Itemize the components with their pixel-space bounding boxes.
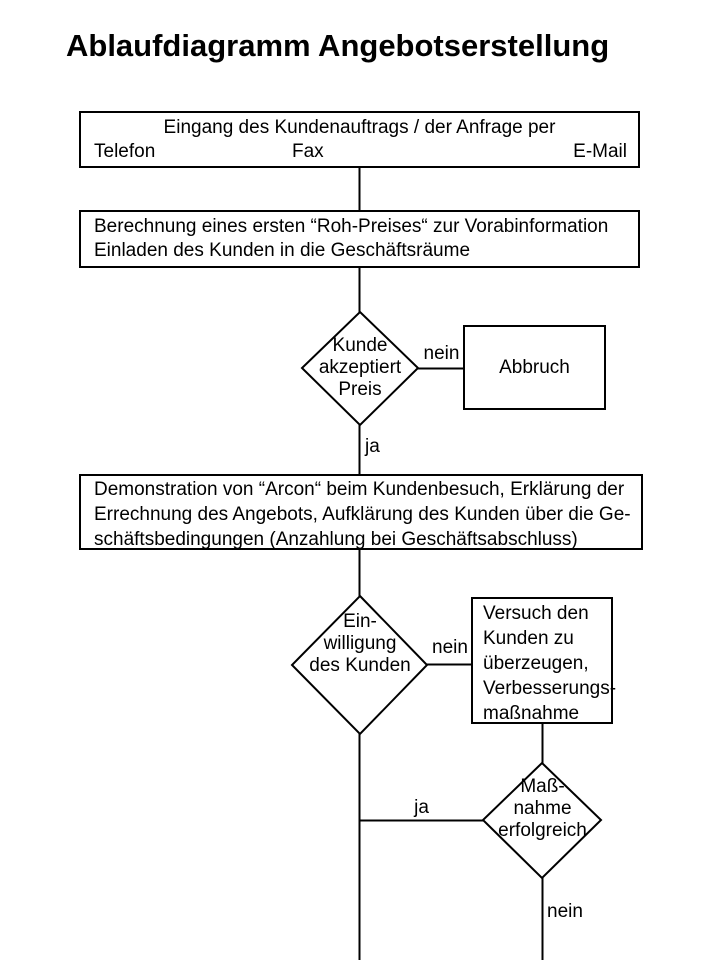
demonstration-line-1: Demonstration von “Arcon“ beim Kundenbes…: [94, 479, 625, 500]
massnahme-line-3: erfolgreich: [498, 820, 587, 841]
einwilligung-line-3: des Kunden: [309, 655, 411, 676]
versuch-line-1: Versuch den: [483, 603, 589, 624]
einwilligung-line-2: willigung: [323, 633, 397, 654]
decision-text-massnahme: Maß- nahme erfolgreich: [482, 776, 603, 842]
channel-fax: Fax: [292, 141, 324, 162]
eingang-channels: Telefon Fax E-Mail: [81, 140, 638, 164]
versuch-line-4: Verbesserungs-: [483, 678, 617, 699]
versuch-line-2: Kunden zu: [483, 628, 574, 649]
abbruch-label: Abbruch: [499, 356, 570, 378]
versuch-line-3: überzeugen,: [483, 653, 589, 674]
page-title: Ablaufdiagramm Angebotserstellung: [66, 28, 610, 63]
process-box-versuch: Versuch den Kunden zu überzeugen, Verbes…: [471, 597, 617, 724]
berechnung-line-2: Einladen des Kunden in die Geschäftsräum…: [94, 240, 471, 261]
preis-line-2: akzeptiert: [318, 357, 402, 378]
versuch-line-5: maßnahme: [483, 703, 580, 724]
process-box-demonstration: Demonstration von “Arcon“ beim Kundenbes…: [79, 474, 643, 550]
edge-label-nein-down: nein: [547, 901, 583, 922]
decision-diamond-massnahme: [481, 761, 603, 880]
process-box-berechnung: Berechnung eines ersten “Roh-Preises“ zu…: [79, 210, 640, 268]
preis-line-3: Preis: [338, 379, 382, 400]
demonstration-line-2: Errechnung des Angebots, Aufklärung des …: [94, 504, 631, 525]
edge-label-nein-abbruch: nein: [423, 343, 460, 364]
berechnung-line-1: Berechnung eines ersten “Roh-Preises“ zu…: [94, 216, 609, 237]
edge-label-ja-demonstration: ja: [365, 436, 380, 457]
channel-telefon: Telefon: [94, 141, 156, 162]
process-box-abbruch: Abbruch: [463, 325, 606, 410]
einwilligung-line-1: Ein-: [343, 611, 377, 632]
decision-diamond-einwilligung: [290, 594, 429, 736]
massnahme-line-1: Maß-: [520, 776, 565, 797]
eingang-heading: Eingang des Kundenauftrags / der Anfrage…: [163, 117, 556, 138]
preis-line-1: Kunde: [332, 335, 388, 356]
edge-label-ja-main: ja: [414, 797, 429, 818]
channel-email: E-Mail: [573, 141, 627, 162]
decision-text-einwilligung: Ein- willigung des Kunden: [280, 611, 440, 677]
decision-diamond-preis: [300, 310, 420, 427]
massnahme-line-2: nahme: [513, 798, 572, 819]
edge-label-nein-versuch: nein: [432, 637, 468, 658]
demonstration-line-3: schäftsbedingungen (Anzahlung bei Geschä…: [94, 529, 578, 550]
process-box-eingang: Eingang des Kundenauftrags / der Anfrage…: [79, 111, 640, 168]
decision-text-preis: Kunde akzeptiert Preis: [280, 335, 440, 401]
